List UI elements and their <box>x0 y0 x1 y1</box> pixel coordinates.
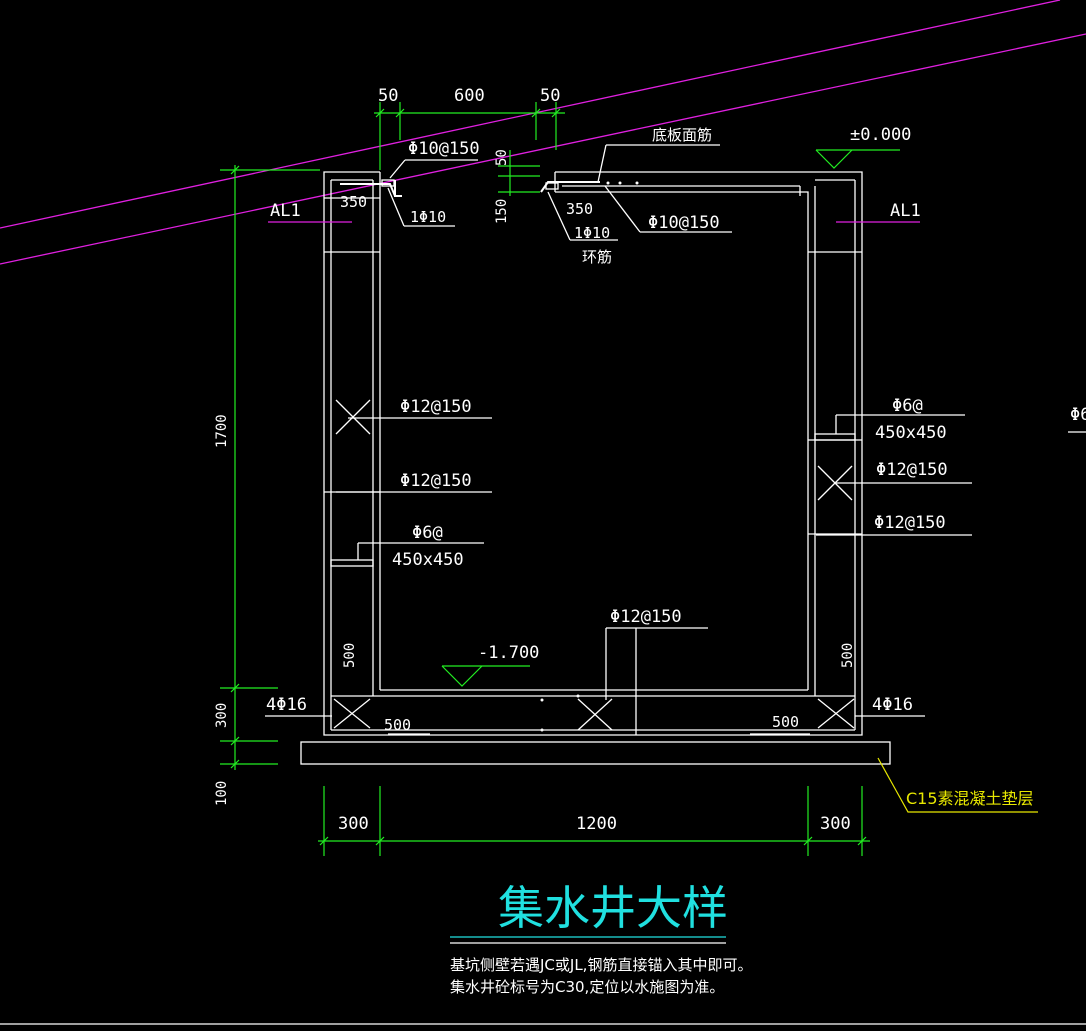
label-al1-left: AL1 <box>270 201 301 221</box>
dim-left-500-vertical: 500 <box>342 643 358 668</box>
dim-vertical-50: 50 <box>494 149 510 166</box>
dim-bottom-300-right: 300 <box>820 814 851 834</box>
elevation-top: ±0.000 <box>850 125 911 145</box>
dim-bottom-500-right: 500 <box>772 713 799 731</box>
label-left-phi12-b: Φ12@150 <box>400 471 472 491</box>
label-left-1phi10: 1Φ10 <box>410 208 446 226</box>
label-left-phi6: Φ6@ <box>412 523 443 543</box>
drawing-title: 集水井大样 <box>498 881 728 935</box>
dim-right-350: 350 <box>566 200 593 218</box>
pit-structure <box>300 171 891 765</box>
label-left-450: 450x450 <box>392 550 464 570</box>
dim-height-1700: 1700 <box>214 414 230 448</box>
label-top-phi10: Φ10@150 <box>408 139 480 159</box>
dim-right-500-vertical: 500 <box>840 643 856 668</box>
label-ring-bar: 环筋 <box>582 248 612 266</box>
dim-left-350: 350 <box>340 193 367 211</box>
dim-vertical-150: 150 <box>494 199 510 224</box>
label-right-1phi10: 1Φ10 <box>574 224 610 242</box>
dim-top-50-right: 50 <box>540 86 560 106</box>
note-line-2: 集水井砼标号为C30,定位以水施图为准。 <box>450 978 724 996</box>
label-right-phi12-b: Φ12@150 <box>874 513 946 533</box>
label-left-phi12-a: Φ12@150 <box>400 397 472 417</box>
label-bottom-slab-bar: 底板面筋 <box>652 126 712 144</box>
label-right-phi10: Φ10@150 <box>648 213 720 233</box>
label-right-4phi16: 4Φ16 <box>872 695 913 715</box>
dim-top-50-left: 50 <box>378 86 398 106</box>
dim-bottom-300-left: 300 <box>338 814 369 834</box>
label-c15-bedding: C15素混凝土垫层 <box>906 789 1034 808</box>
leader-lines <box>265 144 1086 944</box>
dim-bottom-500-left: 500 <box>384 716 411 734</box>
dimension-lines <box>220 102 900 856</box>
label-right-450: 450x450 <box>875 423 947 443</box>
note-line-1: 基坑侧壁若遇JC或JL,钢筋直接锚入其中即可。 <box>450 956 752 974</box>
dim-height-300: 300 <box>214 703 230 728</box>
magenta-guide-line-lower <box>0 33 1086 265</box>
dim-bottom-1200: 1200 <box>576 814 617 834</box>
label-al1-right: AL1 <box>890 201 921 221</box>
dim-height-100: 100 <box>214 781 230 806</box>
elevation-bottom: -1.700 <box>478 643 539 663</box>
label-right-phi6: Φ6@ <box>892 396 923 416</box>
label-edge-fragment: Φ6 <box>1070 405 1086 425</box>
magenta-guide-line-upper <box>0 0 1061 229</box>
dim-top-600: 600 <box>454 86 485 106</box>
label-right-phi12-a: Φ12@150 <box>876 460 948 480</box>
label-left-4phi16: 4Φ16 <box>266 695 307 715</box>
label-bottom-phi12: Φ12@150 <box>610 607 682 627</box>
